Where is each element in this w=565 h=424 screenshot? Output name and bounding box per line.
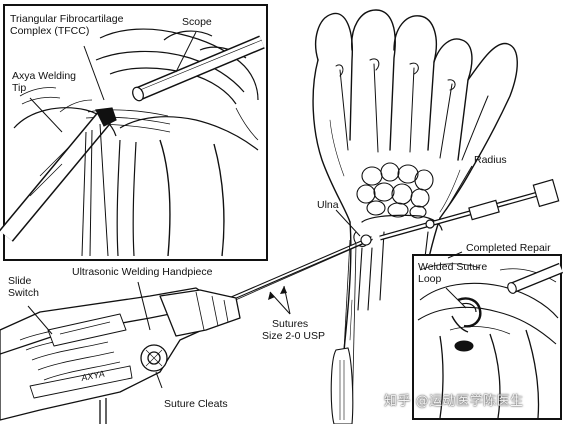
completed-repair-panel	[412, 254, 564, 420]
scope-inset	[132, 35, 265, 102]
scope-instrument	[379, 178, 560, 241]
leader-arrowheads	[268, 286, 287, 300]
tfcc-label-line1: Triangular Fibrocartilage	[10, 13, 124, 25]
leader-lines	[27, 31, 473, 389]
radius-label: Radius	[474, 154, 507, 166]
axya-label-line2: Tip	[12, 82, 27, 94]
device-marking: AXYA	[79, 369, 105, 383]
tfcc-label: Triangular Fibrocartilage Complex (TFCC)	[10, 13, 123, 37]
sutures-label-line2: Size 2-0 USP	[262, 330, 326, 342]
welding-handpiece	[0, 287, 241, 424]
tfcc-label-line2: Complex (TFCC)	[10, 25, 90, 37]
welded-suture-loop-label: Welded Suture Loop	[418, 261, 487, 285]
suture-cleats-label: Suture Cleats	[164, 398, 228, 410]
slide-switch-label: Slide Switch	[8, 275, 39, 299]
slide-label-line1: Slide	[8, 275, 32, 287]
welded-label-line2: Loop	[418, 273, 442, 285]
welded-label-line1: Welded Suture	[418, 261, 488, 273]
welding-tip-inset	[0, 107, 117, 257]
sutures-label-line1: Sutures	[272, 318, 309, 330]
axya-label-line1: Axya Welding	[12, 70, 77, 82]
tfcc-inset-panel	[0, 4, 268, 261]
handpiece-label: Ultrasonic Welding Handpiece	[72, 266, 213, 278]
welded-suture-loop	[451, 297, 482, 352]
watermark: 知乎 @运动医学陈医生	[384, 394, 524, 409]
axya-welding-tip-label: Axya Welding Tip	[12, 70, 76, 94]
sutures-label: Sutures Size 2-0 USP	[262, 318, 325, 342]
slide-label-line2: Switch	[8, 287, 39, 299]
completed-repair-label: Completed Repair	[466, 242, 551, 254]
retractor-handle	[330, 347, 354, 424]
ulna-label: Ulna	[317, 199, 339, 211]
scope-label: Scope	[182, 16, 212, 28]
